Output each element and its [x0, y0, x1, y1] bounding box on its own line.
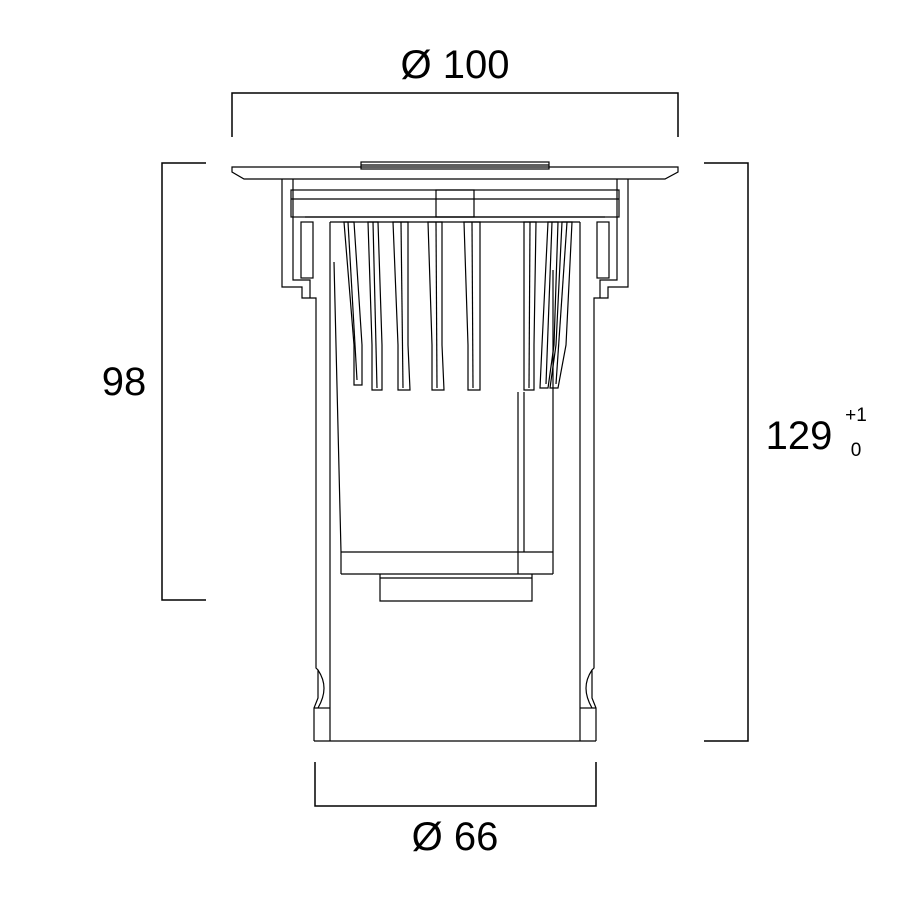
inner-holder: [290, 189, 620, 279]
total-height-bracket: [704, 162, 749, 742]
recess-height-bracket: [161, 162, 206, 601]
top-flange: [231, 161, 679, 180]
luminaire-body: [231, 161, 679, 742]
bottom-diameter-bracket: [314, 762, 597, 807]
bottom-diameter-label: Ø 66: [412, 815, 499, 859]
top-diameter-label: Ø 100: [401, 43, 510, 87]
recess-height-label: 98: [102, 360, 147, 404]
total-height-label: 129: [766, 414, 833, 458]
lamp-body: [333, 261, 554, 602]
top-diameter-bracket: [231, 92, 679, 137]
tolerance-upper-label: +1: [845, 405, 867, 426]
dimension-lines: [161, 92, 749, 807]
heatsink-fins: [343, 221, 573, 391]
tolerance-lower-label: 0: [851, 440, 862, 461]
outer-housing: [281, 179, 629, 742]
